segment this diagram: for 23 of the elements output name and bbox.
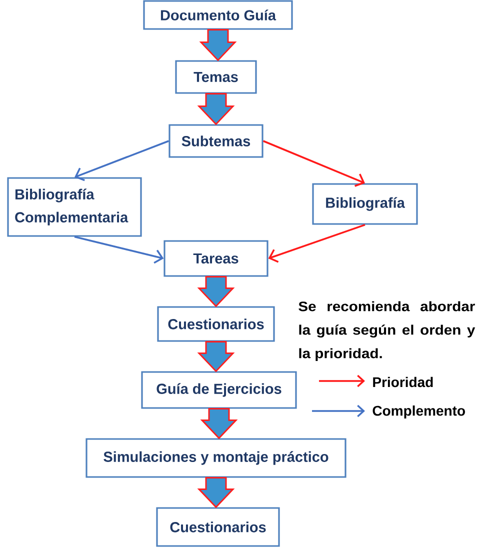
process-box: Documento Guía xyxy=(143,0,293,30)
process-box: Bibliografía Complementaria xyxy=(7,177,142,237)
process-box: Tareas xyxy=(164,240,268,277)
process-box: Simulaciones y montaje práctico xyxy=(86,438,346,478)
block-arrow xyxy=(200,408,238,440)
process-box: Temas xyxy=(175,60,257,94)
block-arrow xyxy=(197,477,235,508)
block-arrow xyxy=(197,276,235,308)
process-box: Bibliografía xyxy=(312,183,418,225)
note-text: Se recomienda abordar la guía según el orden y la prioridad. xyxy=(298,301,476,361)
arrow xyxy=(268,224,366,263)
legend-label: Prioridad xyxy=(373,376,433,388)
legend-label: Complemento xyxy=(372,405,465,419)
block-arrow xyxy=(197,93,235,126)
block-arrow xyxy=(197,341,235,372)
process-box: Subtemas xyxy=(168,124,264,158)
arrow xyxy=(262,140,365,187)
block-arrow xyxy=(199,29,237,62)
process-box: Guía de Ejercicios xyxy=(141,371,297,409)
arrow xyxy=(74,236,164,264)
arrow xyxy=(74,140,170,182)
process-box: Cuestionarios xyxy=(156,507,280,547)
process-box: Cuestionarios xyxy=(157,306,275,342)
